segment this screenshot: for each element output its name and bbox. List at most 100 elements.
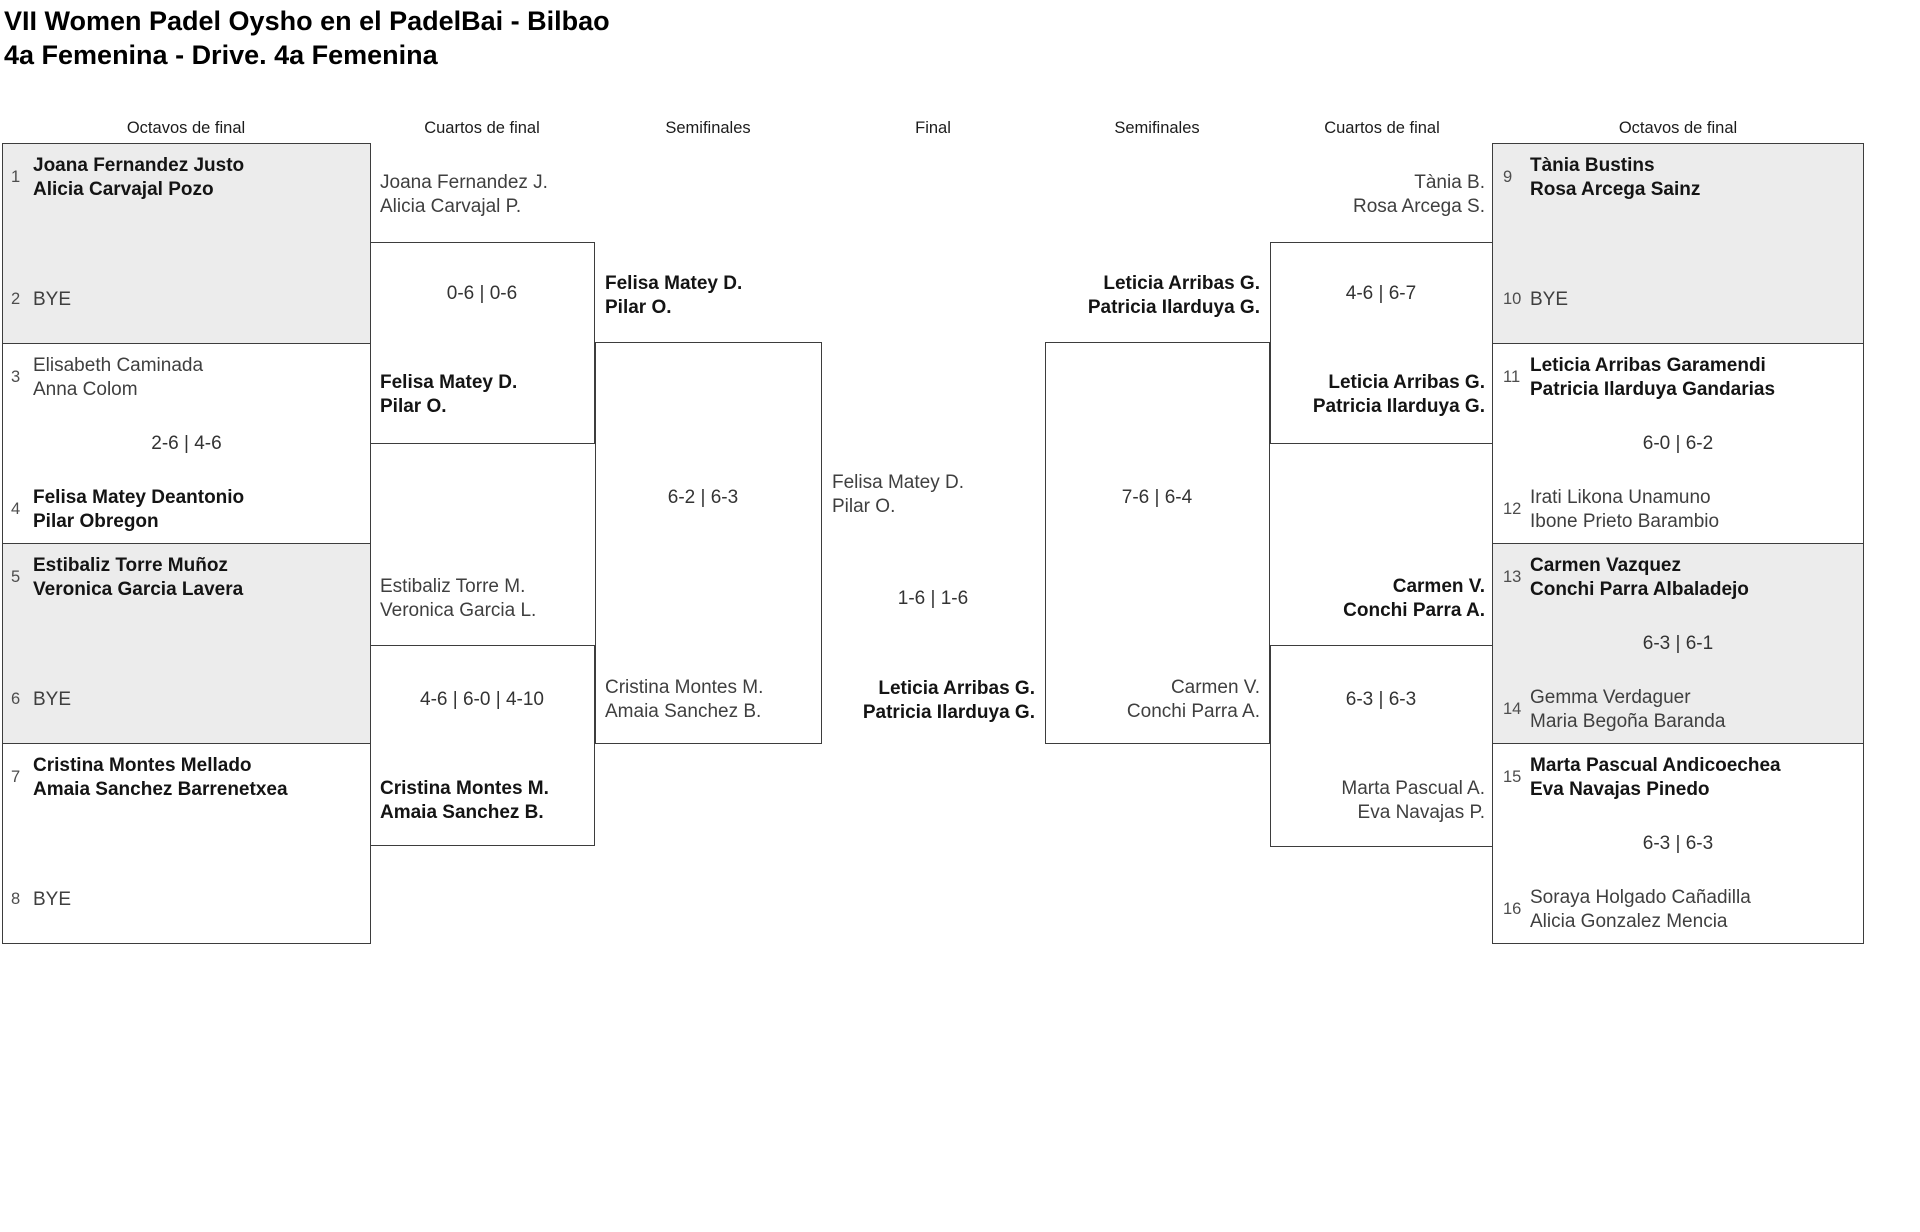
team-names: Marta Pascual Andicoechea Eva Navajas Pi… bbox=[1530, 754, 1781, 801]
player-name: Eva Navajas P. bbox=[1357, 801, 1485, 823]
bye-label: BYE bbox=[33, 688, 72, 710]
team-row: 1 Joana Fernandez Justo Alicia Carvajal … bbox=[11, 154, 244, 201]
match-box-octavos-13-14: 13 Carmen Vazquez Conchi Parra Albaladej… bbox=[1492, 543, 1864, 744]
seed-number: 10 bbox=[1503, 289, 1522, 308]
round-header-octavos-right: Octavos de final bbox=[1618, 119, 1738, 137]
match-score: 6-0 | 6-2 bbox=[1642, 433, 1714, 454]
team-names: BYE bbox=[33, 888, 71, 912]
player-name: Gemma Verdaguer bbox=[1530, 687, 1691, 708]
player-name: Conchi Parra A. bbox=[1126, 700, 1260, 722]
match-box-octavos-1-2: 1 Joana Fernandez Justo Alicia Carvajal … bbox=[2, 143, 371, 344]
team-names: Elisabeth Caminada Anna Colom bbox=[33, 354, 203, 401]
seed-number: 13 bbox=[1503, 568, 1522, 586]
cuartos-left-1-top-team: Joana Fernandez J. Alicia Carvajal P. bbox=[380, 171, 548, 218]
seed-number: 2 bbox=[11, 289, 21, 308]
match-score: 6-3 | 6-3 bbox=[1642, 833, 1714, 854]
team-names: Joana Fernandez Justo Alicia Carvajal Po… bbox=[33, 154, 244, 201]
final-top-team: Felisa Matey D. Pilar O. bbox=[832, 471, 964, 518]
semifinal-right-top-team: Leticia Arribas G. Patricia Ilarduya G. bbox=[1088, 272, 1260, 319]
team-row: 8 BYE bbox=[11, 888, 71, 912]
player-name: Felisa Matey D. bbox=[832, 472, 964, 493]
player-name: Felisa Matey D. bbox=[380, 372, 518, 393]
bye-label: BYE bbox=[1530, 288, 1569, 310]
round-header-semis-right: Semifinales bbox=[1114, 119, 1200, 137]
round-header-octavos-left: Octavos de final bbox=[126, 119, 246, 137]
match-box-octavos-3-4: 3 Elisabeth Caminada Anna Colom 2-6 | 4-… bbox=[2, 343, 371, 544]
team-row: 4 Felisa Matey Deantonio Pilar Obregon bbox=[11, 486, 244, 533]
player-name: Alicia Carvajal Pozo bbox=[33, 178, 214, 200]
player-name: Amaia Sanchez Barrenetxea bbox=[33, 778, 288, 800]
bye-label: BYE bbox=[33, 888, 72, 910]
team-names: BYE bbox=[33, 288, 71, 312]
player-name: Amaia Sanchez B. bbox=[380, 801, 544, 823]
match-box-octavos-15-16: 15 Marta Pascual Andicoechea Eva Navajas… bbox=[1492, 743, 1864, 944]
player-name: Elisabeth Caminada bbox=[33, 355, 204, 376]
team-names: Estibaliz Torre Muñoz Veronica Garcia La… bbox=[33, 554, 243, 601]
seed-number: 12 bbox=[1503, 500, 1522, 518]
player-name: Leticia Arribas Garamendi bbox=[1530, 355, 1766, 376]
cuartos-left-1-bottom-team: Felisa Matey D. Pilar O. bbox=[380, 371, 517, 418]
match-box-octavos-11-12: 11 Leticia Arribas Garamendi Patricia Il… bbox=[1492, 343, 1864, 544]
category-name: 4a Femenina - Drive. 4a Femenina bbox=[4, 40, 438, 70]
seed-number: 16 bbox=[1503, 900, 1522, 918]
team-names: Tània Bustins Rosa Arcega Sainz bbox=[1530, 154, 1700, 201]
player-name: Patricia Ilarduya G. bbox=[1312, 395, 1485, 417]
team-row: 15 Marta Pascual Andicoechea Eva Navajas… bbox=[1503, 754, 1781, 801]
cuartos-right-1-top-team: Tània B. Rosa Arcega S. bbox=[1353, 171, 1485, 218]
player-name: Patricia Ilarduya G. bbox=[862, 701, 1035, 723]
player-name: Carmen V. bbox=[1170, 677, 1260, 698]
bracket-box-cuartos-left-2 bbox=[370, 645, 595, 846]
player-name: Anna Colom bbox=[33, 378, 138, 400]
team-row: 2 BYE bbox=[11, 288, 71, 312]
team-row: 14 Gemma Verdaguer Maria Begoña Baranda bbox=[1503, 686, 1725, 733]
seed-number: 5 bbox=[11, 568, 21, 586]
seed-number: 7 bbox=[11, 768, 21, 786]
player-name: Pilar O. bbox=[832, 495, 896, 517]
cuartos-right-2-bottom-team: Marta Pascual A. Eva Navajas P. bbox=[1341, 777, 1485, 824]
cuartos-left-2-bottom-team: Cristina Montes M. Amaia Sanchez B. bbox=[380, 777, 549, 824]
semifinal-left-top-team: Felisa Matey D. Pilar O. bbox=[605, 272, 742, 319]
final-score: 1-6 | 1-6 bbox=[897, 588, 969, 609]
player-name: Felisa Matey Deantonio bbox=[33, 487, 245, 508]
team-names: Leticia Arribas Garamendi Patricia Ilard… bbox=[1530, 354, 1775, 401]
match-box-octavos-5-6: 5 Estibaliz Torre Muñoz Veronica Garcia … bbox=[2, 543, 371, 744]
seed-number: 11 bbox=[1503, 368, 1521, 386]
match-box-octavos-7-8: 7 Cristina Montes Mellado Amaia Sanchez … bbox=[2, 743, 371, 944]
match-box-octavos-9-10: 9 Tània Bustins Rosa Arcega Sainz 10 BYE bbox=[1492, 143, 1864, 344]
player-name: Marta Pascual Andicoechea bbox=[1530, 755, 1781, 776]
player-name: Estibaliz Torre Muñoz bbox=[33, 555, 228, 576]
player-name: Tània B. bbox=[1414, 172, 1485, 193]
semifinal-right-score: 7-6 | 6-4 bbox=[1121, 487, 1193, 508]
player-name: Rosa Arcega S. bbox=[1352, 195, 1485, 217]
player-name: Veronica Garcia Lavera bbox=[33, 578, 244, 600]
player-name: Irati Likona Unamuno bbox=[1530, 487, 1711, 508]
team-row: 7 Cristina Montes Mellado Amaia Sanchez … bbox=[11, 754, 288, 801]
player-name: Carmen Vazquez bbox=[1530, 555, 1681, 576]
player-name: Rosa Arcega Sainz bbox=[1530, 178, 1701, 200]
team-row: 16 Soraya Holgado Cañadilla Alicia Gonza… bbox=[1503, 886, 1751, 933]
player-name: Leticia Arribas G. bbox=[1328, 372, 1485, 393]
tournament-name: VII Women Padel Oysho en el PadelBai - B… bbox=[4, 6, 610, 36]
player-name: Conchi Parra A. bbox=[1343, 599, 1485, 621]
final-bottom-team: Leticia Arribas G. Patricia Ilarduya G. bbox=[863, 677, 1035, 724]
player-name: Pilar O. bbox=[380, 395, 447, 417]
seed-number: 1 bbox=[11, 168, 21, 186]
bracket-box-semifinal-left bbox=[595, 342, 822, 744]
seed-number: 3 bbox=[11, 368, 21, 386]
page-title: VII Women Padel Oysho en el PadelBai - B… bbox=[4, 4, 610, 72]
player-name: Leticia Arribas G. bbox=[878, 678, 1035, 699]
player-name: Pilar O. bbox=[605, 296, 672, 318]
player-name: Amaia Sanchez B. bbox=[605, 700, 762, 722]
round-header-final: Final bbox=[915, 119, 951, 137]
player-name: Tània Bustins bbox=[1530, 155, 1655, 176]
bracket-box-cuartos-left-1 bbox=[370, 242, 595, 444]
bracket-box-cuartos-right-1 bbox=[1270, 242, 1493, 444]
round-header-cuartos-left: Cuartos de final bbox=[424, 119, 540, 137]
player-name: Marta Pascual A. bbox=[1341, 778, 1485, 799]
player-name: Patricia Ilarduya Gandarias bbox=[1530, 378, 1776, 400]
player-name: Pilar Obregon bbox=[33, 510, 159, 532]
team-row: 13 Carmen Vazquez Conchi Parra Albaladej… bbox=[1503, 554, 1749, 601]
team-row: 11 Leticia Arribas Garamendi Patricia Il… bbox=[1503, 354, 1775, 401]
match-score: 6-3 | 6-1 bbox=[1642, 633, 1714, 654]
team-names: Gemma Verdaguer Maria Begoña Baranda bbox=[1530, 686, 1725, 733]
